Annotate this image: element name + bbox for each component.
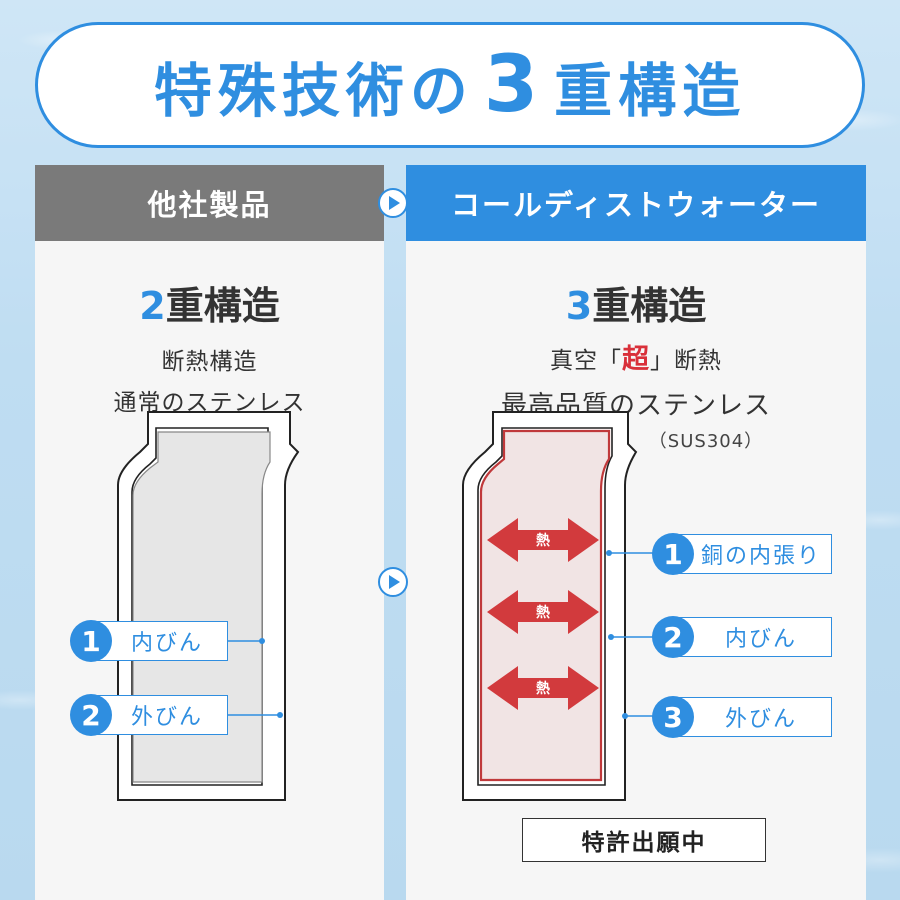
competitor-label-inner: 内びん [96,621,228,661]
competitor-desc-line1: 断熱構造 [161,349,258,375]
heat-label: 熱 [536,533,550,549]
patent-pending-badge: 特許出願中 [522,818,766,862]
competitor-label-outer: 外びん [96,695,228,735]
heat-label: 熱 [536,605,550,621]
leader-dot [259,638,265,644]
product-desc-line3: （SUS304） [648,431,764,452]
heat-arrow [487,518,599,562]
title-prefix: 特殊技術の [153,57,474,125]
heat-label: 熱 [536,681,550,697]
badge-number: 3 [652,696,694,738]
badge-number: 1 [70,620,112,662]
product-structure-text: 重構造 [592,284,707,328]
product-desc-line1: 真空「超」断熱 [406,337,866,376]
desc-highlight: 超 [622,344,650,375]
heat-arrow [487,666,599,710]
competitor-structure-title: 2重構造 [35,275,384,330]
product-label-inner-text: 内びん [724,627,797,652]
product-label-inner: 内びん [676,617,832,657]
competitor-label-outer-text: 外びん [131,705,204,730]
leader-dot [622,713,628,719]
arrow-right-icon [378,567,408,597]
title-number: 3 [483,40,545,130]
product-label-copper-text: 銅の内張り [700,544,821,569]
leader-dot [277,712,283,718]
badge-number: 1 [652,533,694,575]
heat-arrow [487,590,599,634]
badge-number: 2 [652,616,694,658]
product-structure-title: 3重構造 [406,275,866,330]
desc-text: 」断熱 [650,348,722,374]
arrow-right-icon [378,188,408,218]
competitor-inner-bottle [132,431,271,783]
desc-text: 真空「 [550,348,622,374]
competitor-structure-text: 重構造 [165,284,280,328]
product-label-copper: 銅の内張り [676,534,832,574]
competitor-structure-number: 2 [139,284,166,328]
leader-dot [606,550,612,556]
badge-number: 2 [70,694,112,736]
product-label-outer-text: 外びん [724,707,797,732]
leader-dot [608,634,614,640]
product-label-outer: 外びん [676,697,832,737]
competitor-label-inner-text: 内びん [131,631,204,656]
product-structure-number: 3 [565,284,593,328]
title-suffix: 重構造 [554,57,747,125]
product-header: コールディストウォーター [406,165,866,241]
competitor-header: 他社製品 [35,165,384,241]
